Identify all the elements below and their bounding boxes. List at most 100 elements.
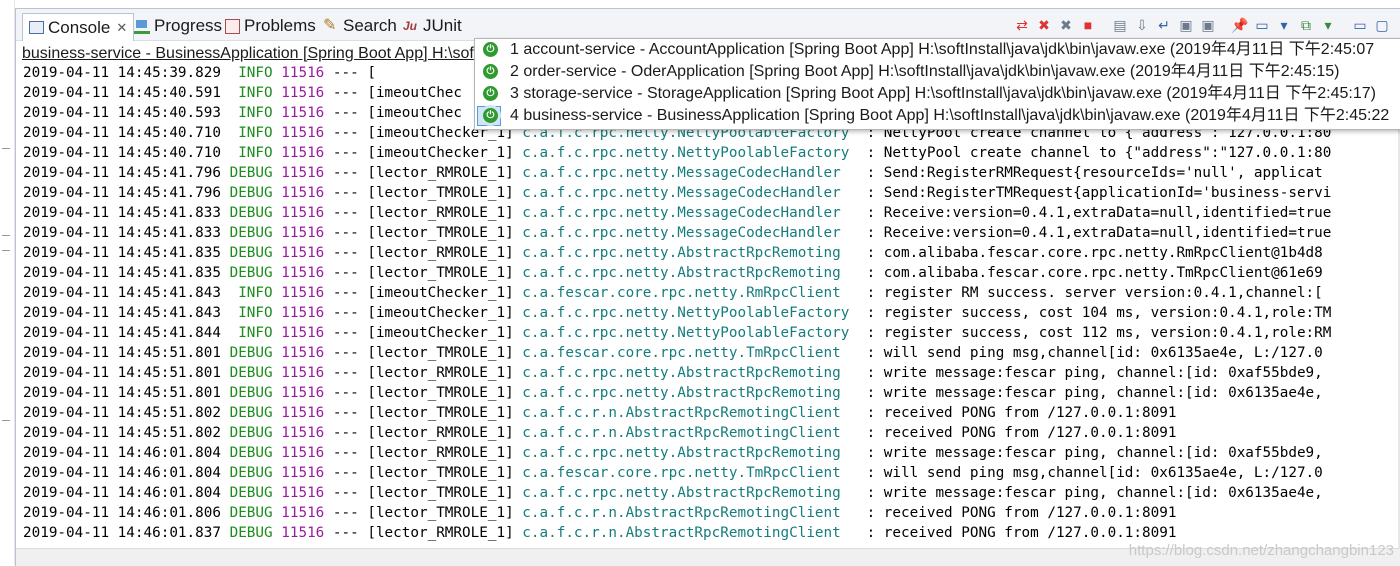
- tab-label: Problems: [244, 16, 316, 35]
- log-timestamp: 2019-04-11 14:45:51.801: [23, 365, 230, 381]
- log-pid: 11516: [281, 205, 333, 221]
- log-line: 2019-04-11 14:46:01.804 DEBUG 11516 --- …: [23, 443, 1397, 463]
- left-panel-edge: [0, 0, 15, 565]
- log-timestamp: 2019-04-11 14:46:01.804: [23, 485, 230, 501]
- log-line: 2019-04-11 14:45:41.843 INFO 11516 --- […: [23, 303, 1397, 323]
- watermark: https://blog.csdn.net/zhangchangbin123: [1128, 542, 1394, 559]
- log-logger: c.a.f.c.rpc.netty.MessageCodecHandler: [513, 225, 867, 241]
- log-level: DEBUG: [229, 265, 282, 281]
- log-thread: [lector_RMROLE_1]: [367, 525, 514, 541]
- log-separator: ---: [332, 85, 368, 101]
- log-timestamp: 2019-04-11 14:45:40.591: [23, 85, 230, 101]
- log-logger: c.a.f.c.rpc.netty.MessageCodecHandler: [513, 185, 867, 201]
- log-line: 2019-04-11 14:45:51.801 DEBUG 11516 --- …: [23, 343, 1397, 363]
- vertical-scrollbar[interactable]: [1398, 43, 1400, 549]
- log-line: 2019-04-11 14:45:51.802 DEBUG 11516 --- …: [23, 423, 1397, 443]
- log-pid: 11516: [281, 505, 333, 521]
- toolbar-separator: [1341, 16, 1347, 34]
- log-pid: 11516: [281, 385, 333, 401]
- log-separator: ---: [332, 385, 368, 401]
- tab-search[interactable]: ✎ Search: [323, 14, 397, 38]
- display-selected-console-dropdown-icon[interactable]: ▾: [1280, 16, 1288, 33]
- launch-item-label: 1 account-service - AccountApplication […: [510, 41, 1375, 58]
- spring-boot-run-icon: ⏻: [483, 108, 498, 123]
- launch-item[interactable]: ⏻ 4 business-service - BusinessApplicatio…: [475, 105, 1400, 127]
- log-pid: 11516: [281, 365, 333, 381]
- log-logger: c.a.f.c.rpc.netty.AbstractRpcRemoting: [513, 445, 867, 461]
- log-line: 2019-04-11 14:45:41.835 DEBUG 11516 --- …: [23, 243, 1397, 263]
- scroll-lock-icon[interactable]: ⇩: [1136, 16, 1148, 33]
- log-message: : will send ping msg,channel[id: 0x6135a…: [866, 465, 1323, 481]
- log-level: INFO: [229, 125, 282, 141]
- log-level: INFO: [229, 325, 282, 341]
- log-timestamp: 2019-04-11 14:46:01.804: [23, 465, 230, 481]
- launch-item[interactable]: ⏻2 order-service - OderApplication [Spri…: [475, 61, 1400, 83]
- log-logger: c.a.fescar.core.rpc.netty.TmRpcClient: [513, 345, 867, 361]
- log-line: 2019-04-11 14:45:51.801 DEBUG 11516 --- …: [23, 363, 1397, 383]
- log-logger: c.a.f.c.rpc.netty.AbstractRpcRemoting: [513, 485, 867, 501]
- tab-junit[interactable]: Ju JUnit: [403, 14, 462, 38]
- minimize-icon[interactable]: ▭: [1353, 16, 1367, 33]
- log-timestamp: 2019-04-11 14:45:51.802: [23, 405, 230, 421]
- log-pid: 11516: [281, 285, 333, 301]
- terminate-icon[interactable]: ■: [1083, 17, 1093, 33]
- console-toolbar: ⇄ ✖ ✖ ■ ▤ ⇩ ↵ ▣ ▣ 📌 ▭ ▾ ⧉ ▾ ▭ ▢: [1013, 16, 1391, 34]
- log-separator: ---: [332, 65, 368, 81]
- horizontal-scrollbar[interactable]: [16, 548, 1400, 566]
- problems-icon: [224, 18, 240, 34]
- clear-console-icon[interactable]: ▤: [1113, 16, 1127, 33]
- log-level: DEBUG: [229, 205, 282, 221]
- display-selected-console-icon[interactable]: ▭: [1255, 16, 1269, 33]
- maximize-icon[interactable]: ▢: [1375, 16, 1389, 33]
- log-pid: 11516: [281, 465, 333, 481]
- tab-label: Progress: [154, 16, 223, 35]
- show-when-stdout-icon[interactable]: ▣: [1179, 16, 1193, 33]
- log-logger: c.a.f.c.rpc.netty.AbstractRpcRemoting: [513, 265, 867, 281]
- log-line: 2019-04-11 14:46:01.804 DEBUG 11516 --- …: [23, 463, 1397, 483]
- spring-boot-run-icon: ⏻: [483, 42, 498, 57]
- word-wrap-icon[interactable]: ↵: [1158, 16, 1170, 33]
- remove-launch-icon[interactable]: ✖: [1038, 16, 1050, 33]
- remove-all-terminated-icon[interactable]: ⇄: [1016, 16, 1028, 33]
- log-level: DEBUG: [229, 245, 282, 261]
- log-logger: c.a.f.c.r.n.AbstractRpcRemotingClient: [513, 525, 867, 541]
- tab-progress[interactable]: Progress: [134, 14, 222, 38]
- log-separator: ---: [332, 245, 368, 261]
- remove-all-icon[interactable]: ✖: [1060, 16, 1072, 33]
- process-label: business-service - BusinessApplication […: [22, 45, 474, 62]
- close-icon[interactable]: ✕: [116, 19, 128, 35]
- open-console-dropdown-icon[interactable]: ▾: [1324, 16, 1332, 33]
- log-pid: 11516: [281, 225, 333, 241]
- show-when-stderr-icon[interactable]: ▣: [1201, 16, 1215, 33]
- log-message: : Receive:version=0.4.1,extraData=null,i…: [866, 225, 1332, 241]
- launch-item[interactable]: ⏻ 1 account-service - AccountApplication …: [475, 39, 1400, 61]
- console-icon: [29, 21, 44, 34]
- log-separator: ---: [332, 465, 368, 481]
- launch-item-label: 4 business-service - BusinessApplication…: [510, 107, 1390, 124]
- log-separator: ---: [332, 305, 368, 321]
- log-message: : NettyPool create channel to {"address"…: [866, 145, 1332, 161]
- log-logger: c.a.f.c.r.n.AbstractRpcRemotingClient: [513, 425, 867, 441]
- pin-console-icon[interactable]: 📌: [1231, 16, 1249, 33]
- console-output[interactable]: 2019-04-11 14:45:39.829 INFO 11516 --- […: [23, 63, 1397, 553]
- log-timestamp: 2019-04-11 14:46:01.837: [23, 525, 230, 541]
- log-separator: ---: [332, 125, 368, 141]
- spring-boot-run-icon: ⏻: [483, 64, 498, 79]
- log-pid: 11516: [281, 305, 333, 321]
- log-message: : register success, cost 104 ms, version…: [866, 305, 1332, 321]
- tab-console[interactable]: Console ✕: [22, 13, 135, 41]
- log-level: INFO: [229, 105, 282, 121]
- log-level: DEBUG: [229, 505, 282, 521]
- log-thread: [lector_RMROLE_1]: [367, 245, 514, 261]
- log-thread: [imeoutChec: [367, 105, 514, 121]
- log-level: DEBUG: [229, 525, 282, 541]
- log-timestamp: 2019-04-11 14:45:41.833: [23, 205, 230, 221]
- tab-label: Console: [48, 17, 111, 37]
- log-level: INFO: [229, 145, 282, 161]
- tab-problems[interactable]: Problems: [224, 14, 316, 38]
- launch-item[interactable]: ⏻3 storage-service - StorageApplication …: [475, 83, 1400, 105]
- open-console-icon[interactable]: ⧉: [1301, 16, 1311, 33]
- gutter-marker: [2, 235, 10, 236]
- log-message: : write message:fescar ping, channel:[id…: [866, 485, 1323, 501]
- log-message: : will send ping msg,channel[id: 0x6135a…: [866, 345, 1323, 361]
